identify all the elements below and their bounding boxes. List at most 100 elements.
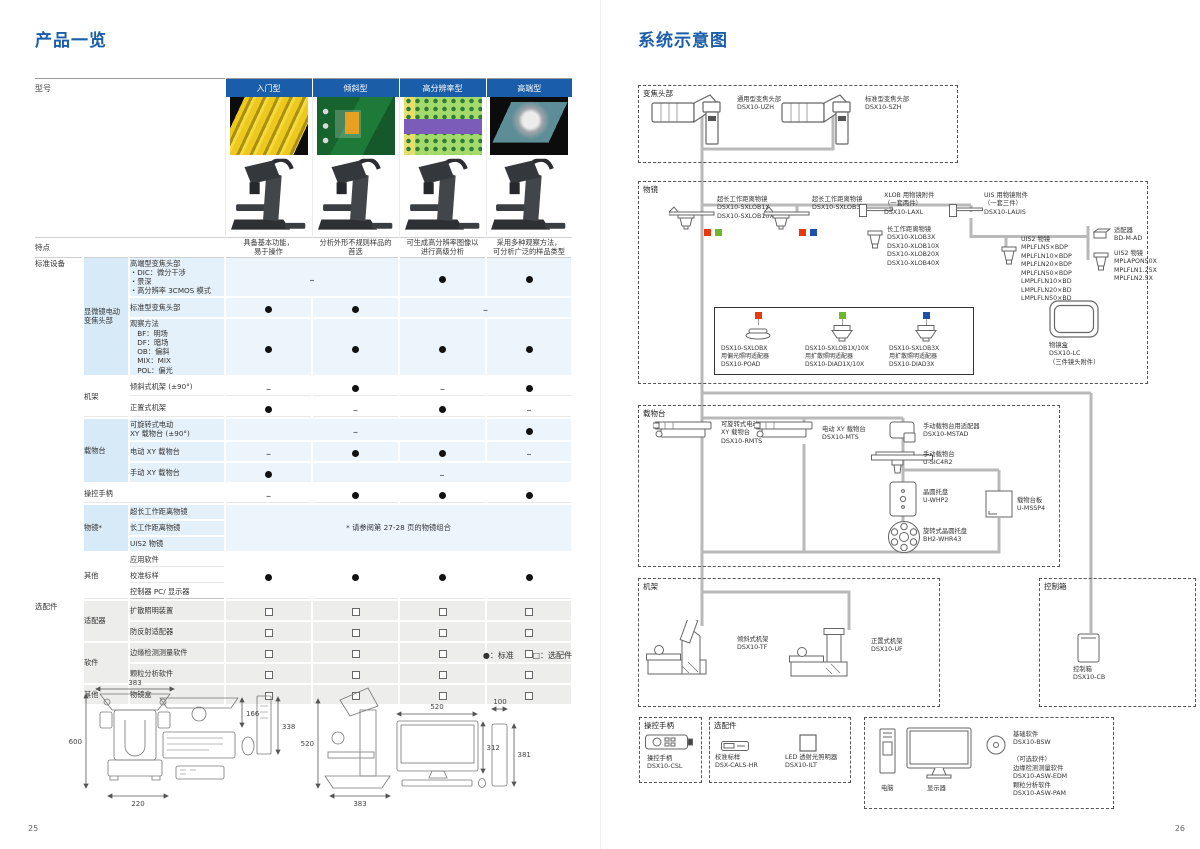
column-header-3: 高端型 [485, 78, 572, 97]
spec-cell [225, 297, 313, 320]
spec-cell [312, 375, 400, 398]
diagram-box-label-zoom_head: 变焦头部 [643, 89, 673, 98]
spec-cell [399, 683, 487, 706]
tilting-frame-label: 倾斜式机架 DSX10-TF [737, 636, 769, 652]
standard-dot [352, 306, 359, 314]
spec-cell [486, 257, 573, 299]
spec-cell [399, 662, 487, 685]
not-available-dash: – [309, 274, 315, 286]
dimension-value-monitor_side_height: 381 [518, 751, 531, 759]
standard-dot [525, 491, 533, 499]
diagram-box-options: 选配件 [709, 717, 851, 783]
microscope-photo-1 [318, 158, 394, 232]
group-label: 软件 [83, 641, 130, 685]
spec-cell [399, 482, 487, 505]
spec-cell [486, 482, 573, 505]
spec-row-5: 载物台可旋转式电动 XY 载物台 (±90°)– [35, 417, 573, 484]
upright-frame-label: 正置式机架 DSX10-UF [871, 638, 903, 654]
zoom-head-standard-label: 标准型变焦头部 DSX10-SZH [865, 96, 910, 112]
front-view-drawing [99, 693, 171, 781]
optional-square [264, 670, 273, 679]
calibration-slide-label: 校准标样 DSX-CALS-HR [715, 754, 758, 770]
diagram-box-label-control_box: 控制箱 [1044, 582, 1067, 591]
zoom-head-standard-icon [781, 92, 861, 146]
standard-dot [352, 449, 359, 457]
spec-row-19: 其他物镜盒 [35, 683, 573, 706]
spec-cell: – [486, 396, 573, 419]
spec-cell [312, 440, 400, 463]
microscope-photo-3 [491, 158, 567, 232]
not-available-dash: – [266, 490, 271, 502]
diagram-box-label-stage: 载物台 [643, 409, 666, 418]
group-label: 载物台 [83, 417, 130, 484]
optional-square [525, 628, 533, 637]
manual-stage-adapter-icon [889, 421, 917, 443]
column-header-2: 高分辨率型 [398, 78, 486, 97]
section-label: 选配件 [35, 599, 84, 706]
calibration-slide-icon [721, 741, 749, 751]
standard-dot [439, 574, 446, 582]
photo-row-spacer [35, 97, 225, 237]
spec-cell [486, 318, 573, 377]
page-title: 产品一览 [35, 31, 107, 51]
dimension-monitor_depth: 100 [491, 698, 508, 712]
illum-adapter-icon-red [745, 325, 771, 342]
column-header-0: 入门型 [224, 78, 312, 97]
spec-label: 观察方法 BF：明场 DF：暗场 OB：偏斜 MIX：MIX POL：偏光 [129, 318, 226, 377]
spec-label: 扩散照明装置 [129, 599, 226, 622]
spec-row-18: 颗粒分析软件 [35, 662, 573, 685]
lens-case-icon [1049, 300, 1099, 338]
rotary-wafer-holder-label: 旋转式晶圆托盘 BH2-WHR43 [923, 528, 968, 544]
spec-label: 正置式机架 [129, 396, 226, 419]
uis2-objective-label: UIS2 物镜 MPLFLN5×BDP MPLFLN10×BDP MPLFLN2… [1021, 236, 1072, 303]
product-photo-cell-0 [224, 97, 312, 237]
optional-square [264, 628, 273, 637]
standard-dot [265, 470, 272, 478]
sample-image-0 [229, 97, 308, 155]
spec-cell [399, 257, 487, 299]
section-label: 标准设备 [35, 257, 84, 601]
dimension-value-side_width: 383 [353, 800, 366, 808]
standard-dot [352, 384, 359, 392]
spec-row-1: 标准型变焦头部– [35, 297, 573, 320]
sample-image-3 [490, 97, 569, 155]
spec-label: 控制器 PC/ 显示器 [129, 583, 226, 601]
diagram-box-label-objectives: 物镜 [643, 185, 658, 194]
product-comparison-table: 型号入门型倾斜型高分辨率型高端型特点具备基本功能， 易于操作分析外形不规则样品的… [35, 78, 573, 706]
spec-cell [399, 396, 487, 419]
spec-cell [312, 641, 400, 664]
not-available-dash: – [353, 426, 358, 438]
dimension-front_height: 600 [69, 693, 89, 789]
feature-cell-0: 具备基本功能， 易于操作 [225, 236, 312, 258]
page-number-right: 26 [1174, 824, 1185, 833]
monitor-side-drawing [491, 723, 508, 787]
uis-attachment-icon [949, 204, 983, 218]
spec-cell [399, 551, 487, 601]
monitor-label: 显示器 [927, 785, 946, 792]
motorized-stage-icon [754, 420, 814, 444]
spec-cell [486, 641, 573, 664]
illum-adapter-label-blue: DSX10-SXLOB3X 用扩散照明适配器 DSX10-DIAD3X [889, 345, 940, 369]
standard-dot [525, 384, 533, 392]
manual-stage-adapter-label: 手动载物台用适配器 DSX10-MSTAD [923, 423, 980, 439]
microscope-photo-0 [231, 158, 307, 232]
monitor-icon [906, 727, 972, 779]
spec-row-16: 防反射适配器 [35, 620, 573, 643]
control-handle-label: 操控手柄 DSX10-CSL [647, 755, 683, 771]
spec-row-4: 正置式机架–– [35, 396, 573, 419]
dimension-controller_height: 338 [275, 696, 295, 755]
software-disc-icon [986, 735, 1006, 755]
optional-square [264, 607, 273, 616]
bd-adapter-icon [1093, 228, 1111, 240]
page-product-overview: 产品一览 型号入门型倾斜型高分辨率型高端型特点具备基本功能， 易于操作分析外形不… [28, 31, 573, 833]
product-photo-cell-2 [398, 97, 486, 237]
dimension-value-front_base: 220 [131, 800, 144, 808]
feature-cell-3: 采用多种观察方法， 可分析广泛的样品类型 [486, 236, 572, 258]
xlob-objective-icon [867, 230, 883, 250]
dimension-value-monitor_width: 520 [430, 703, 443, 711]
dimension-side_width: 383 [329, 793, 391, 808]
led-illuminator-icon [799, 734, 817, 752]
standard-dot [265, 574, 272, 582]
sxlob3x-objective-icon [764, 206, 810, 230]
